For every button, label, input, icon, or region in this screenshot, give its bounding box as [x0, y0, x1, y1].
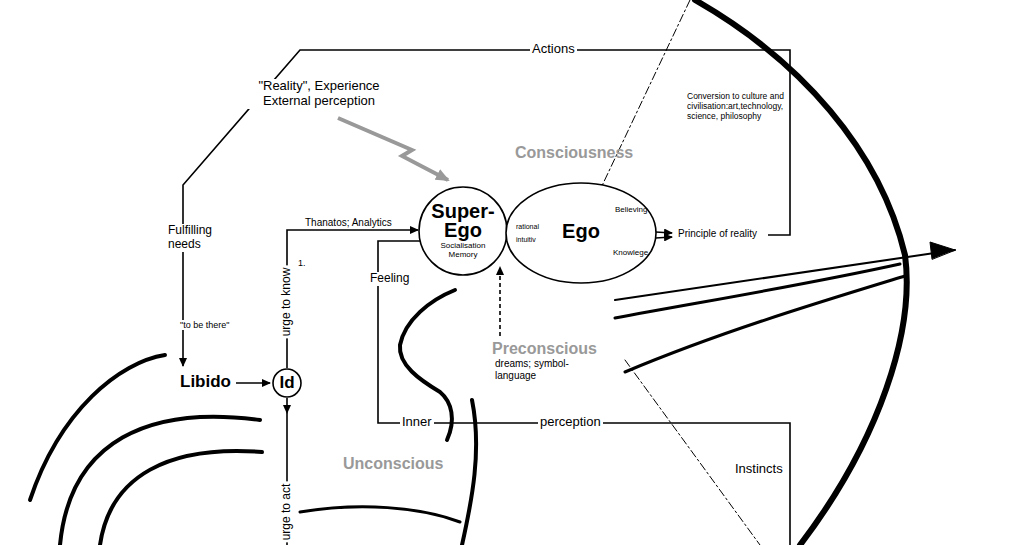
line-label: intuitiv: [514, 236, 538, 244]
id-circle: Id: [272, 368, 302, 398]
flow-label: perception: [538, 415, 603, 430]
region-label: Preconscious: [492, 340, 597, 358]
region-label: Consciousness: [515, 144, 633, 162]
archer-face: [400, 290, 455, 440]
arrow-tip: [930, 242, 955, 259]
flow-label: urge to know: [280, 266, 294, 339]
node-note: Believing: [615, 206, 647, 215]
flow-label: Fulfilling needs: [166, 224, 232, 252]
perception-label: "Reality", Experience External perceptio…: [236, 79, 402, 109]
node-title: Super-Ego: [427, 202, 499, 240]
preconscious-arrow: [499, 267, 501, 336]
region-label: Unconscious: [343, 455, 443, 473]
archer-neck: [462, 400, 476, 545]
archer-hair: [30, 355, 165, 500]
callout-number: 1.: [298, 258, 306, 268]
node-title: Id: [279, 374, 294, 393]
circle-outline-shape: [506, 183, 656, 283]
flow-label: Inner: [400, 415, 434, 430]
perception-bolt: [338, 118, 448, 180]
super-ego-circle: Super-EgoSocialisation Memory: [418, 186, 508, 276]
archer-body: [300, 507, 460, 522]
flow-label: Feeling: [368, 272, 411, 286]
note-text: dreams; symbol- language: [495, 358, 575, 381]
flow-label: Actions: [530, 42, 577, 57]
bowstring: [625, 360, 760, 545]
flow-label: Instincts: [735, 462, 783, 477]
node-note: Socialisation Memory: [432, 242, 494, 260]
node-title: Ego: [562, 220, 600, 242]
flow-label: "to be there": [178, 320, 231, 330]
circle-outline-shape: [273, 369, 301, 397]
node-note: Knowlege: [613, 249, 648, 258]
archer-hair: [100, 451, 262, 545]
note-text: Conversion to culture and civilisation:a…: [687, 92, 805, 121]
edge-label: Thanatos; Analytics: [305, 217, 392, 229]
ego-circle: Ego BelievingKnowlege: [505, 182, 657, 284]
circle-outline-shape: [419, 187, 507, 275]
concept-label: Principle of reality: [678, 228, 757, 240]
line-label: rational: [514, 223, 541, 231]
bowstring: [600, 0, 690, 190]
inner-perception-line: [378, 241, 790, 545]
concept-label: Libido: [180, 372, 231, 392]
act-arrow: [286, 398, 288, 413]
connector: [287, 230, 418, 368]
archer-arm: [625, 276, 905, 372]
archer-hair: [60, 417, 260, 545]
flow-label: urge to act: [280, 482, 294, 543]
libido-arrow: [236, 382, 270, 384]
